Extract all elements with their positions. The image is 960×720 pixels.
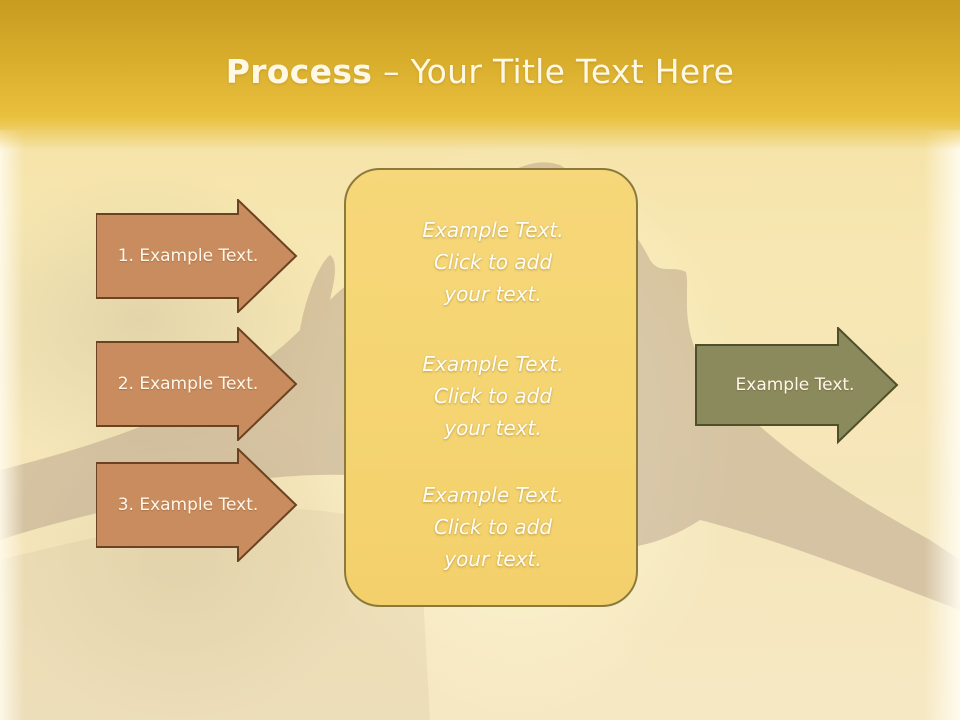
- block-1-line-2: Click to add: [433, 250, 553, 274]
- header-band: [0, 0, 960, 150]
- block-2-line-3: your text.: [444, 416, 542, 440]
- block-3-line-1: Example Text.: [422, 483, 564, 507]
- title-rest: – Your Title Text Here: [372, 52, 735, 91]
- center-text-block-2[interactable]: Example Text. Click to add your text.: [346, 348, 640, 444]
- step-1-arrow[interactable]: 1. Example Text.: [96, 199, 298, 313]
- output-label: Example Text.: [735, 375, 855, 395]
- block-3-line-2: Click to add: [433, 515, 553, 539]
- step-2-label: 2. Example Text.: [117, 374, 259, 394]
- slide-title[interactable]: Process – Your Title Text Here: [0, 52, 960, 91]
- step-2-arrow[interactable]: 2. Example Text.: [96, 327, 298, 441]
- step-1-label: 1. Example Text.: [117, 246, 259, 266]
- block-2-line-2: Click to add: [433, 384, 553, 408]
- title-bold: Process: [225, 52, 373, 91]
- center-text-block-1[interactable]: Example Text. Click to add your text.: [346, 214, 640, 310]
- block-2-line-1: Example Text.: [422, 352, 564, 376]
- block-3-line-3: your text.: [444, 547, 542, 571]
- left-frame-edge: [0, 130, 24, 720]
- step-3-label: 3. Example Text.: [117, 495, 259, 515]
- center-text-block-3[interactable]: Example Text. Click to add your text.: [346, 479, 640, 575]
- block-1-line-3: your text.: [444, 282, 542, 306]
- block-1-line-1: Example Text.: [422, 218, 564, 242]
- step-3-arrow[interactable]: 3. Example Text.: [96, 448, 298, 562]
- right-frame-edge: [924, 130, 960, 720]
- output-arrow[interactable]: Example Text.: [695, 327, 899, 445]
- center-text-box[interactable]: Example Text. Click to add your text. Ex…: [344, 168, 638, 607]
